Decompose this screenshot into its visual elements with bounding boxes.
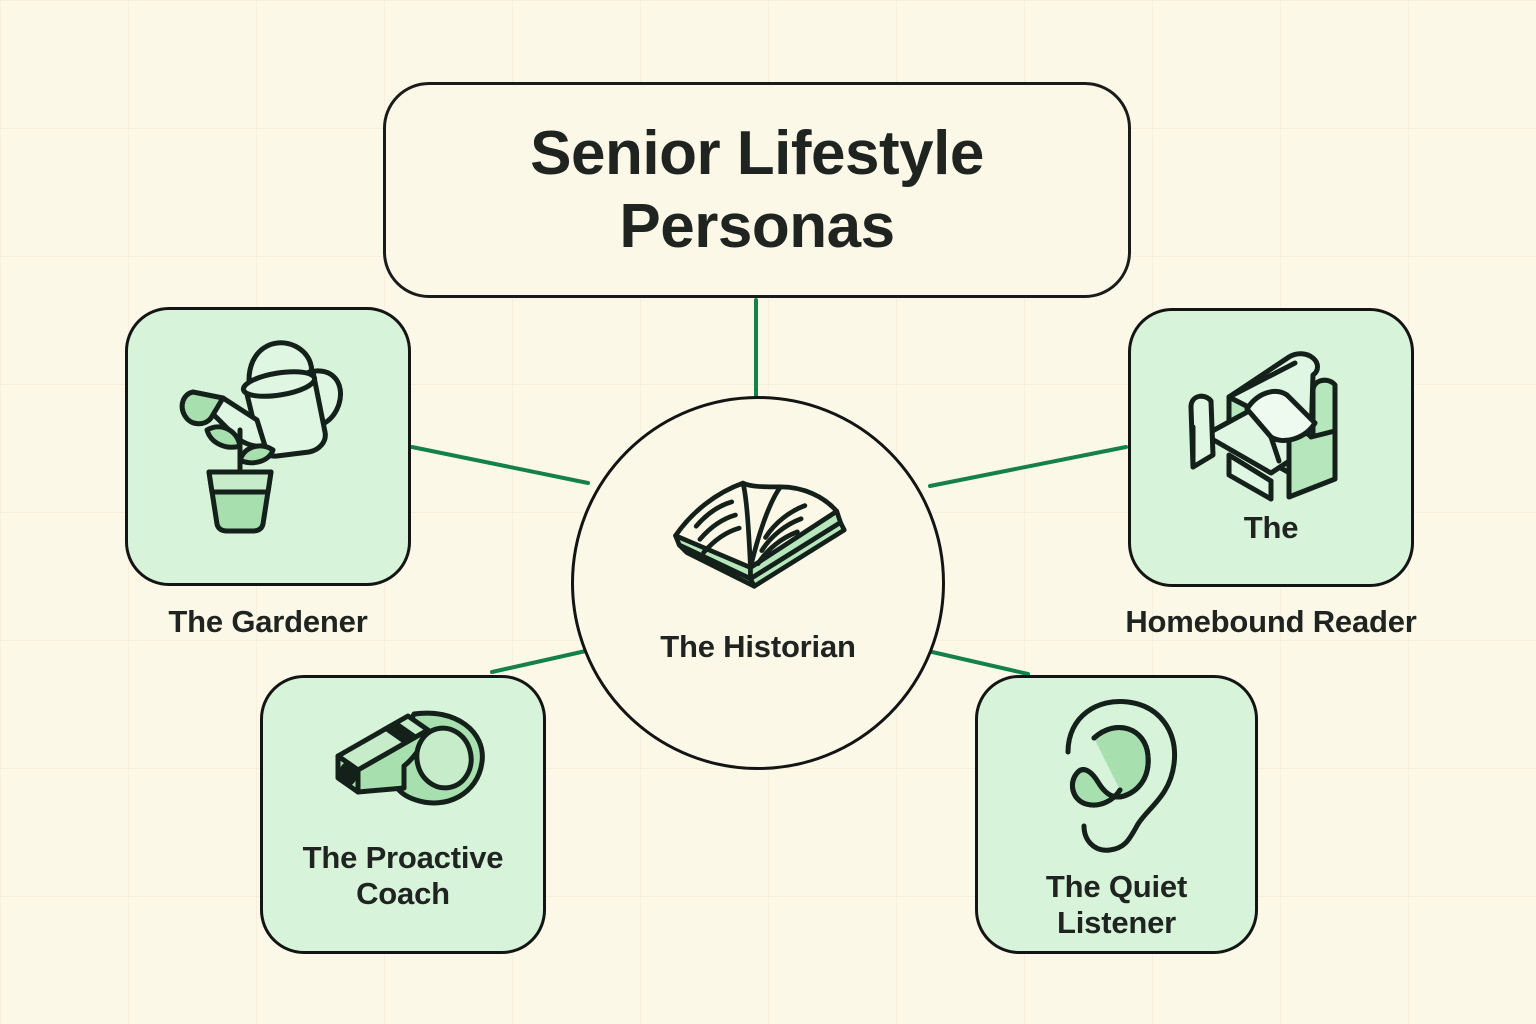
center-node-historian[interactable]: The Historian (571, 396, 945, 770)
open-book-icon (673, 480, 847, 589)
node-gardener[interactable] (125, 307, 411, 586)
center-node-label: The Historian (660, 629, 856, 664)
node-proactive-coach[interactable]: The Proactive Coach (260, 675, 546, 954)
node-gardener-label: The Gardener (168, 604, 368, 639)
title-line-1: Senior Lifestyle (530, 118, 984, 188)
connector-center-reader (928, 445, 1128, 488)
node-homebound-reader-label: Homebound Reader (1125, 604, 1417, 639)
connector-center-gardener (410, 445, 590, 485)
watering-can-plant-icon (179, 340, 343, 534)
node-homebound-reader-label-inside: The (1243, 510, 1299, 545)
node-homebound-reader[interactable]: The (1128, 308, 1414, 587)
coach-label-line-2: Coach (356, 875, 450, 911)
ear-icon (1065, 698, 1177, 853)
whistle-icon (335, 710, 485, 806)
node-quiet-listener-label: The Quiet Listener (1046, 869, 1187, 941)
coach-label-line-1: The Proactive (302, 840, 504, 875)
armchair-icon (1188, 351, 1338, 502)
title-line-2: Personas (619, 192, 895, 261)
node-proactive-coach-label: The Proactive Coach (303, 840, 504, 912)
page-title: Senior Lifestyle Personas (530, 117, 984, 263)
listener-label-line-2: Listener (1057, 904, 1176, 940)
listener-label-line-1: The Quiet (1045, 869, 1188, 904)
node-quiet-listener[interactable]: The Quiet Listener (975, 675, 1258, 954)
diagram-title-box: Senior Lifestyle Personas (383, 82, 1131, 298)
